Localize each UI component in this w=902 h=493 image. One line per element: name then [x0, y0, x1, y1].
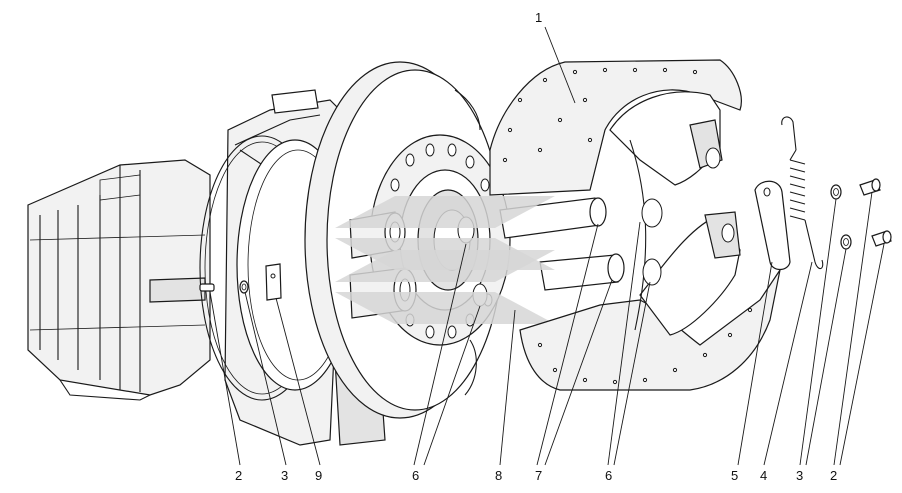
callout-1: 1 — [535, 10, 542, 25]
callout-4: 4 — [760, 468, 767, 483]
callout-7: 7 — [535, 468, 542, 483]
pin-left — [199, 283, 215, 292]
callout-2-right: 2 — [830, 468, 837, 483]
washer-right-lower — [840, 234, 852, 250]
return-spring — [781, 116, 824, 270]
drum-inner-face — [629, 139, 663, 331]
washer-right-upper — [830, 184, 842, 200]
callout-6-right: 6 — [605, 468, 612, 483]
brake-shoe-lower — [639, 211, 741, 336]
washer-left — [239, 280, 249, 294]
callout-3-left: 3 — [281, 468, 288, 483]
callout-8: 8 — [495, 468, 502, 483]
callout-3-right: 3 — [796, 468, 803, 483]
brake-shoe-upper — [609, 91, 723, 186]
callout-9: 9 — [315, 468, 322, 483]
callout-5: 5 — [731, 468, 738, 483]
axle-housing — [27, 159, 211, 401]
lock-plate — [265, 263, 282, 301]
lining-rivets-upper — [502, 67, 698, 163]
callout-6-left: 6 — [412, 468, 419, 483]
shoe-retainer-plate — [754, 180, 791, 271]
pin-right-lower — [871, 230, 892, 247]
leader-lines — [209, 26, 885, 466]
brake-drum-upper — [489, 59, 742, 196]
callout-2-left: 2 — [235, 468, 242, 483]
watermark-logo — [335, 196, 555, 324]
pin-right-upper — [859, 178, 881, 196]
callout-labels: 1 2 3 9 6 8 7 6 5 4 3 2 — [235, 10, 837, 483]
